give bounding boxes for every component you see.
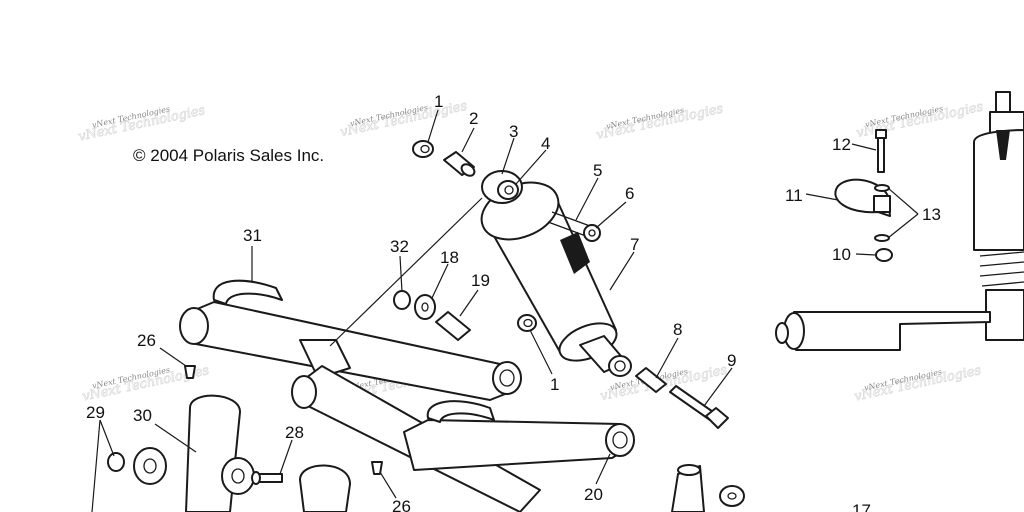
part-sleeve-5 <box>547 211 591 237</box>
watermark-1: vNext Technologies vNext Technologies <box>77 103 208 145</box>
callout-label: 6 <box>625 184 634 203</box>
part-bracket-30 <box>133 394 255 512</box>
callout-label: 10 <box>832 245 851 264</box>
watermark-3: vNext Technologies vNext Technologies <box>595 101 726 143</box>
callout-label: 17 <box>852 501 871 512</box>
callout-label: 32 <box>390 237 409 256</box>
part-washer-lower <box>719 485 745 507</box>
part-nut-29 <box>107 452 125 472</box>
callout-label: 26 <box>392 497 411 512</box>
part-grease-fitting-26-left <box>184 365 196 379</box>
part-shock-absorber-7 <box>480 170 632 377</box>
part-spacer-2 <box>443 151 476 177</box>
callout-label: 26 <box>137 331 156 350</box>
callout-label: 5 <box>593 161 602 180</box>
part-bolt-28 <box>251 471 283 485</box>
callout-label: 30 <box>133 406 152 425</box>
callout-label: 20 <box>584 485 603 504</box>
part-washer-18 <box>414 294 436 320</box>
callout-label: 1 <box>550 375 559 394</box>
part-washer-13 <box>874 184 890 242</box>
part-spacer-lower <box>671 464 705 512</box>
leader-lines <box>91 109 919 512</box>
part-rear-shock <box>775 91 1024 351</box>
callout-label: 9 <box>727 351 736 370</box>
callout-label: 31 <box>243 226 262 245</box>
callout-label: 18 <box>440 248 459 267</box>
callout-label: 29 <box>86 403 105 422</box>
part-spacer-8 <box>635 367 667 393</box>
part-torque-arm-31 <box>179 279 522 401</box>
part-spacer-19 <box>435 311 471 341</box>
part-bolt-9 <box>669 385 729 429</box>
part-cross-shaft <box>291 365 635 512</box>
callout-label: 13 <box>922 205 941 224</box>
part-washer-6 <box>583 224 601 242</box>
callout-label: 19 <box>471 271 490 290</box>
callout-label: 3 <box>509 122 518 141</box>
part-nut-1-top <box>412 140 434 158</box>
callout-label: 7 <box>630 235 639 254</box>
callout-label: 12 <box>832 135 851 154</box>
copyright-notice: © 2004 Polaris Sales Inc. <box>133 146 324 165</box>
callout-label: 11 <box>785 186 803 205</box>
part-nut-32 <box>393 290 411 310</box>
watermark-8: vNext Technologies vNext Technologies <box>853 363 984 405</box>
part-bushing <box>299 464 351 512</box>
watermark-4: vNext Technologies vNext Technologies <box>855 99 986 141</box>
watermark-2: vNext Technologies vNext Technologies <box>339 98 470 140</box>
part-nut-1-middle <box>517 314 537 332</box>
part-bolt-12 <box>875 129 887 173</box>
part-nut-10 <box>875 248 893 262</box>
callout-label: 2 <box>469 109 478 128</box>
callout-label: 8 <box>673 320 682 339</box>
part-grease-fitting-26-right <box>371 461 383 475</box>
callout-label: 4 <box>541 134 550 153</box>
callout-labels: 1 2 3 4 5 6 7 1 8 9 31 32 18 19 26 29 30… <box>86 92 941 512</box>
callout-label: 1 <box>434 92 443 111</box>
callout-label: 28 <box>285 423 304 442</box>
